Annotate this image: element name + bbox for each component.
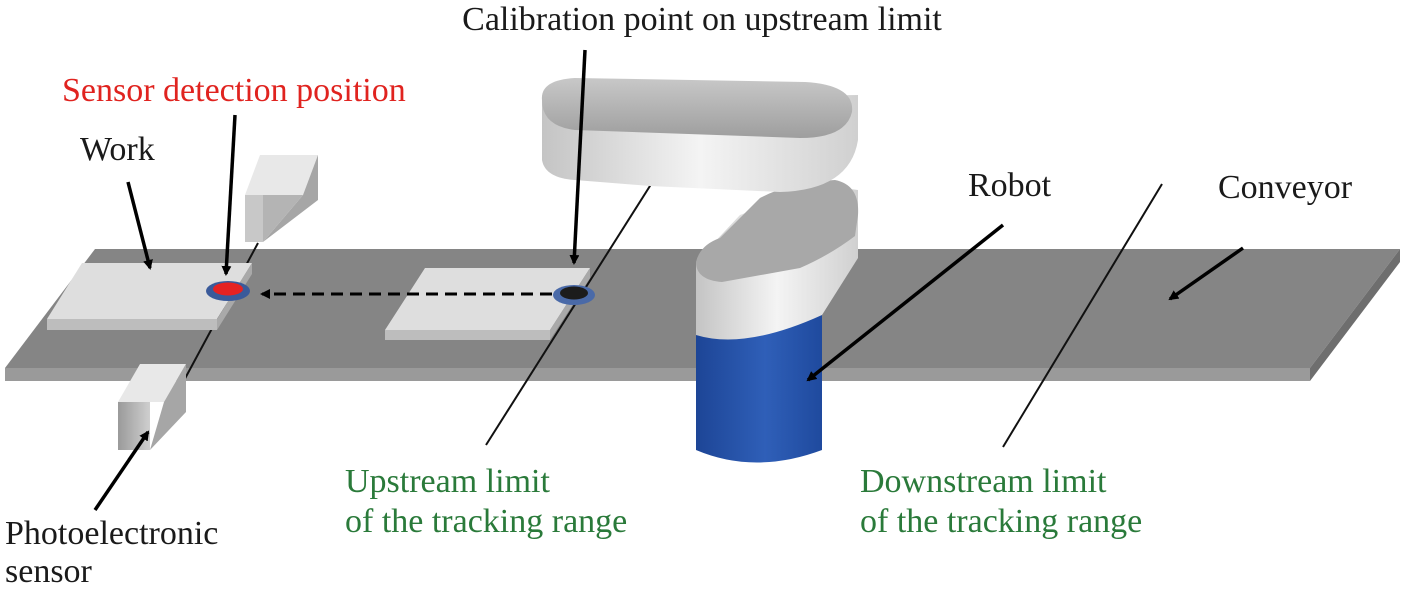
pointer-photo-sensor [93,430,150,511]
pointer-arrows [93,49,1245,511]
label-downstream-line1: Downstream limit [860,463,1107,500]
robot-base [696,315,822,463]
upstream-limit-line [485,177,656,446]
label-photo-sensor-line1: Photoelectronic [5,515,218,552]
calibration-point-dot [553,285,595,305]
downstream-limit-line [1002,183,1163,448]
pointer-conveyor [1168,246,1245,301]
label-downstream-line2: of the tracking range [860,503,1142,540]
label-calibration-point: Calibration point on upstream limit [462,1,942,38]
label-work: Work [80,131,155,168]
photoelectronic-sensor-upper [245,155,318,242]
pointer-robot [806,223,1005,382]
photoelectronic-sensor-lower [118,364,186,450]
label-conveyor: Conveyor [1218,169,1353,206]
label-upstream-line2: of the tracking range [345,503,627,540]
label-photo-sensor-line2: sensor [5,553,93,590]
work-piece-at-sensor [47,263,252,330]
pointer-work [126,181,153,270]
label-sensor-detection: Sensor detection position [62,72,406,109]
label-robot: Robot [968,167,1052,204]
pointer-sensor-detection [221,114,237,276]
sensor-detection-dot [206,281,250,301]
label-upstream-line1: Upstream limit [345,463,550,500]
pointer-calibration [569,49,587,265]
robot [541,78,859,463]
